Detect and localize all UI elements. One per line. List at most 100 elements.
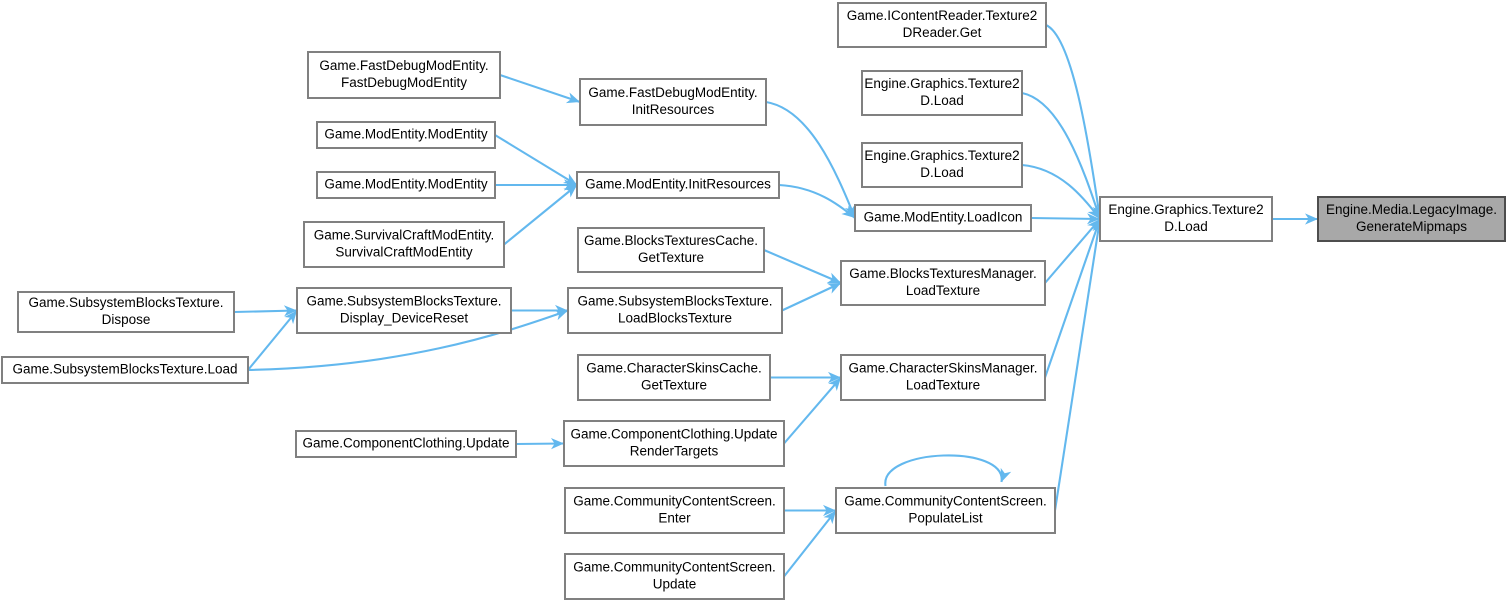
edge-game-componentclothing-update--to--game-componentclothing-update-rendertargets (515, 438, 565, 450)
edge-line (783, 376, 842, 445)
edge-game-survivalcraftmodentity-survivalcraftmodentity--to--game-modentity-initresources (503, 184, 578, 246)
node-box[interactable] (854, 204, 1032, 232)
edge-line (781, 282, 842, 312)
node-box[interactable] (295, 430, 517, 458)
node-game-survivalcraftmodentity-survivalcraftmodentity[interactable]: Game.SurvivalCraftModEntity.SurvivalCraf… (303, 221, 505, 268)
edge-line (1053, 218, 1102, 511)
node-game-communitycontentscreen-populatelist[interactable]: Game.CommunityContentScreen.PopulateList (835, 487, 1056, 534)
node-game-modentity-loadicon[interactable]: Game.ModEntity.LoadIcon (854, 204, 1032, 232)
node-box[interactable] (861, 70, 1023, 116)
edge-line (763, 249, 842, 284)
node-box[interactable] (296, 287, 512, 334)
node-box[interactable] (577, 227, 765, 273)
arrowhead (841, 205, 855, 218)
arrowhead (826, 283, 841, 294)
edge-line (1030, 216, 1101, 221)
edge-game-subsystemblockstexture-load--to--game-subsystemblockstexture-display-devicereset (247, 309, 298, 371)
node-game-blockstexturescache-gettexture[interactable]: Game.BlocksTexturesCache.GetTexture (577, 227, 765, 273)
arrowhead (828, 371, 841, 384)
edge-game-blockstexturescache-gettexture--to--game-blockstexturesmanager-loadtexture (763, 249, 842, 284)
arrowhead (550, 438, 564, 450)
node-box[interactable] (1, 356, 249, 384)
arrowhead (828, 377, 841, 391)
node-game-fastdebugmodentity-initresources[interactable]: Game.FastDebugModEntity.InitResources (579, 78, 767, 126)
node-game-fastdebugmodentity-fastdebugmodentity[interactable]: Game.FastDebugModEntity.FastDebugModEnti… (307, 51, 501, 99)
edge-game-communitycontentscreen-update--to--game-communitycontentscreen-populatelist (783, 509, 837, 578)
node-game-componentclothing-update[interactable]: Game.ComponentClothing.Update (295, 430, 517, 458)
node-box[interactable] (576, 171, 780, 199)
node-box[interactable] (837, 2, 1047, 48)
node-box[interactable] (840, 260, 1046, 306)
node-box[interactable] (835, 487, 1056, 534)
node-game-subsystemblockstexture-display-devicereset[interactable]: Game.SubsystemBlocksTexture.Display_Devi… (296, 287, 512, 334)
arrowhead (823, 510, 836, 525)
arrowhead (823, 504, 836, 517)
node-game-modentity-initresources[interactable]: Game.ModEntity.InitResources (576, 171, 780, 199)
edge-line (1044, 218, 1101, 284)
edge-line (247, 309, 569, 372)
node-box[interactable] (840, 354, 1046, 401)
node-game-subsystemblockstexture-dispose[interactable]: Game.SubsystemBlocksTexture.Dispose (17, 291, 235, 333)
node-box[interactable] (316, 171, 496, 199)
node-box[interactable] (563, 420, 785, 467)
edge-line (1021, 91, 1101, 220)
edge-game-communitycontentscreen-populatelist--to--game-communitycontentscreen-populatelist (884, 454, 1012, 487)
node-box[interactable] (567, 287, 783, 334)
node-box[interactable] (316, 121, 496, 149)
edge-game-modentity-initresources--to--game-modentity-loadicon (778, 183, 856, 219)
node-box[interactable] (17, 291, 235, 333)
node-box[interactable] (564, 553, 785, 600)
node-box[interactable] (579, 78, 767, 126)
node-box[interactable] (307, 51, 501, 99)
node-box[interactable] (861, 142, 1023, 188)
edge-line (1021, 163, 1101, 220)
edge-line (499, 74, 581, 103)
edge-game-characterskinsmanager-loadtexture--to--engine-graphics-texture2-d-load (1044, 218, 1102, 378)
edge-line (503, 184, 578, 246)
edge-line (1044, 218, 1101, 378)
node-game-characterskinsmanager-loadtexture[interactable]: Game.CharacterSkinsManager.LoadTexture (840, 354, 1046, 401)
node-box[interactable] (1099, 196, 1273, 242)
node-game-componentclothing-update-rendertargets[interactable]: Game.ComponentClothing.UpdateRenderTarge… (563, 420, 785, 467)
edge-engine-graphics-texture2-d-load--to--engine-media-legacyimage-generatemipmaps (1272, 213, 1318, 225)
node-engine-media-legacyimage-generatemipmaps[interactable]: Engine.Media.LegacyImage.GenerateMipmaps (1317, 196, 1506, 242)
arrowhead (1000, 467, 1012, 482)
node-box[interactable] (564, 487, 785, 534)
edge-engine-graphics-texture2-d-load--to--engine-graphics-texture2-d-load (1021, 163, 1101, 220)
node-game-modentity-modentity[interactable]: Game.ModEntity.ModEntity (316, 121, 496, 149)
node-game-subsystemblockstexture-loadblockstexture[interactable]: Game.SubsystemBlocksTexture.LoadBlocksTe… (567, 287, 783, 334)
edge-line (783, 509, 837, 578)
edge-game-fastdebugmodentity-fastdebugmodentity--to--game-fastdebugmodentity-initresources (499, 74, 581, 104)
edge-game-characterskinscache-gettexture--to--game-characterskinsmanager-loadtexture (770, 371, 841, 384)
node-game-modentity-modentity[interactable]: Game.ModEntity.ModEntity (316, 171, 496, 199)
node-box[interactable] (303, 221, 505, 268)
node-game-communitycontentscreen-enter[interactable]: Game.CommunityContentScreen.Enter (564, 487, 785, 534)
arrowhead (284, 310, 297, 325)
node-game-subsystemblockstexture-load[interactable]: Game.SubsystemBlocksTexture.Load (1, 356, 249, 384)
node-box[interactable] (577, 354, 771, 401)
arrowhead (553, 309, 568, 321)
edge-line (247, 309, 298, 371)
edge-line (1045, 24, 1102, 220)
edge-game-subsystemblockstexture-load--to--game-subsystemblockstexture-loadblockstexture (247, 309, 569, 372)
arrowhead (283, 305, 297, 317)
edge-line (765, 100, 856, 219)
edge-game-communitycontentscreen-enter--to--game-communitycontentscreen-populatelist (784, 504, 836, 517)
edge-game-fastdebugmodentity-initresources--to--game-modentity-loadicon (765, 100, 856, 219)
node-game-blockstexturesmanager-loadtexture[interactable]: Game.BlocksTexturesManager.LoadTexture (840, 260, 1046, 306)
arrowhead (1087, 205, 1100, 219)
edge-game-subsystemblockstexture-loadblockstexture--to--game-blockstexturesmanager-loadtexture (781, 282, 842, 312)
node-box[interactable] (1317, 196, 1506, 242)
arrowhead (1305, 213, 1318, 225)
edge-game-subsystemblockstexture-dispose--to--game-subsystemblockstexture-display-devicereset (233, 305, 298, 317)
node-game-communitycontentscreen-update[interactable]: Game.CommunityContentScreen.Update (564, 553, 785, 600)
arrowhead (826, 272, 841, 284)
node-game-characterskinscache-gettexture[interactable]: Game.CharacterSkinsCache.GetTexture (577, 354, 771, 401)
